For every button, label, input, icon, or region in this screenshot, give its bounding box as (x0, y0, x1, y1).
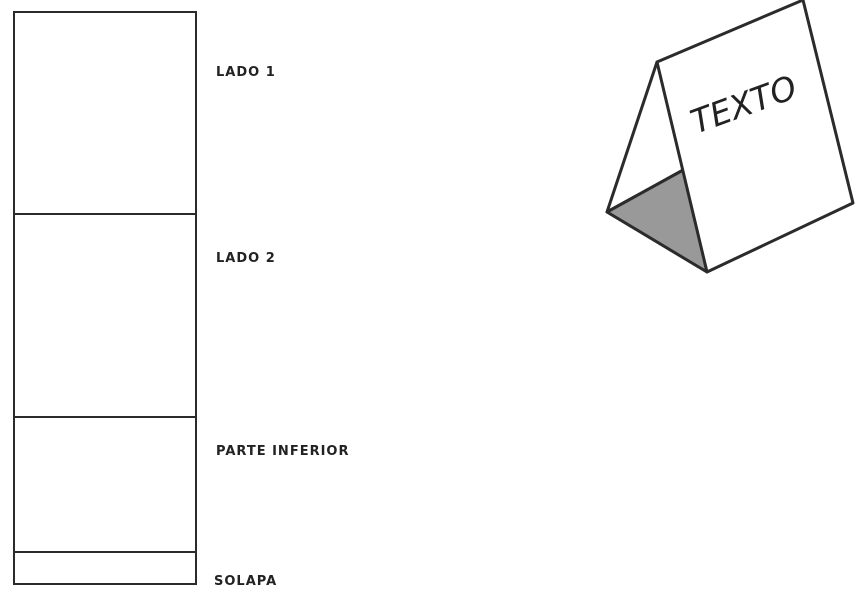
fold-template-strip (13, 11, 197, 585)
tent-front-face (655, 0, 855, 274)
fold-line-3 (13, 551, 197, 553)
panel-label-side-1: LADO 1 (216, 65, 276, 80)
panel-label-flap: SOLAPA (214, 574, 278, 589)
fold-line-1 (13, 213, 197, 215)
tent-card-illustration: TEXTO (605, 0, 855, 274)
fold-line-2 (13, 416, 197, 418)
panel-label-bottom: PARTE INFERIOR (216, 444, 350, 459)
panel-label-side-2: LADO 2 (216, 251, 276, 266)
